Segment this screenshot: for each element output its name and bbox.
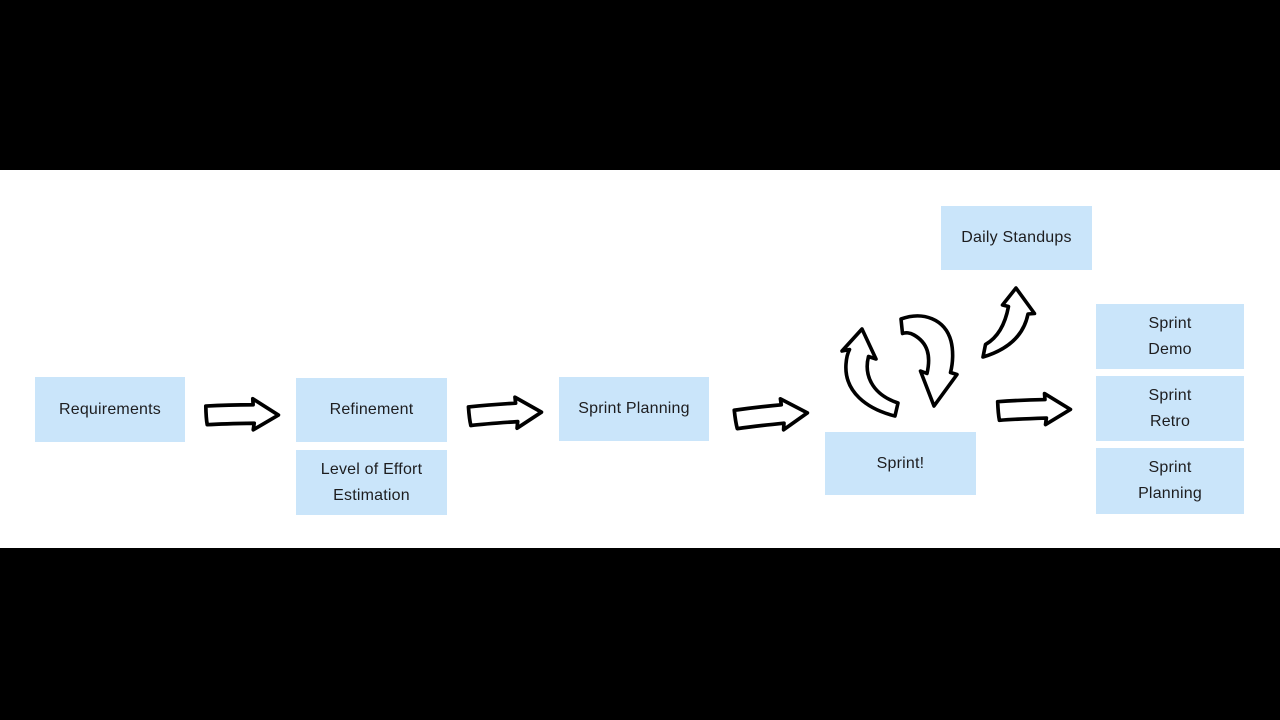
node-label-line: Retro — [1149, 412, 1191, 430]
cycle-arrows-icon — [840, 314, 959, 418]
letterbox-bottom — [0, 548, 1280, 720]
node-sprint-retro: Sprint Retro — [1096, 376, 1244, 441]
right-block-arrow-icon — [995, 391, 1073, 427]
node-label: Daily Standups — [961, 229, 1072, 246]
node-label-line: Level of Effort — [320, 460, 423, 478]
node-refinement: Refinement — [296, 378, 447, 442]
cycle-arrow-right-icon — [899, 314, 959, 408]
node-level-of-effort-estimation: Level of Effort Estimation — [296, 450, 447, 515]
cycle-arrow-left-icon — [840, 327, 900, 418]
right-block-arrow-icon — [732, 397, 810, 432]
node-label: Sprint! — [876, 454, 925, 472]
node-sprint: Sprint! — [825, 432, 976, 495]
node-label-line: Estimation — [333, 486, 410, 504]
node-label: Refinement — [329, 401, 414, 418]
right-block-arrow-icon — [466, 395, 544, 431]
node-label: Requirements — [58, 400, 161, 418]
curved-up-arrow-icon — [981, 286, 1037, 359]
node-daily-standups: Daily Standups — [941, 206, 1092, 270]
node-label-line: Demo — [1148, 340, 1192, 358]
node-label-line: Sprint — [1148, 314, 1192, 332]
node-label-line: Planning — [1138, 485, 1202, 502]
node-sprint-demo: Sprint Demo — [1096, 304, 1244, 369]
node-label: Sprint Planning — [578, 400, 690, 417]
node-label-line: Sprint — [1148, 459, 1192, 476]
node-sprint-planning: Sprint Planning — [559, 377, 709, 441]
right-block-arrow-icon — [203, 396, 281, 432]
node-label-line: Sprint — [1148, 386, 1192, 404]
letterbox-top — [0, 0, 1280, 170]
node-requirements: Requirements — [35, 377, 185, 442]
node-sprint-planning-repeat: Sprint Planning — [1096, 448, 1244, 514]
